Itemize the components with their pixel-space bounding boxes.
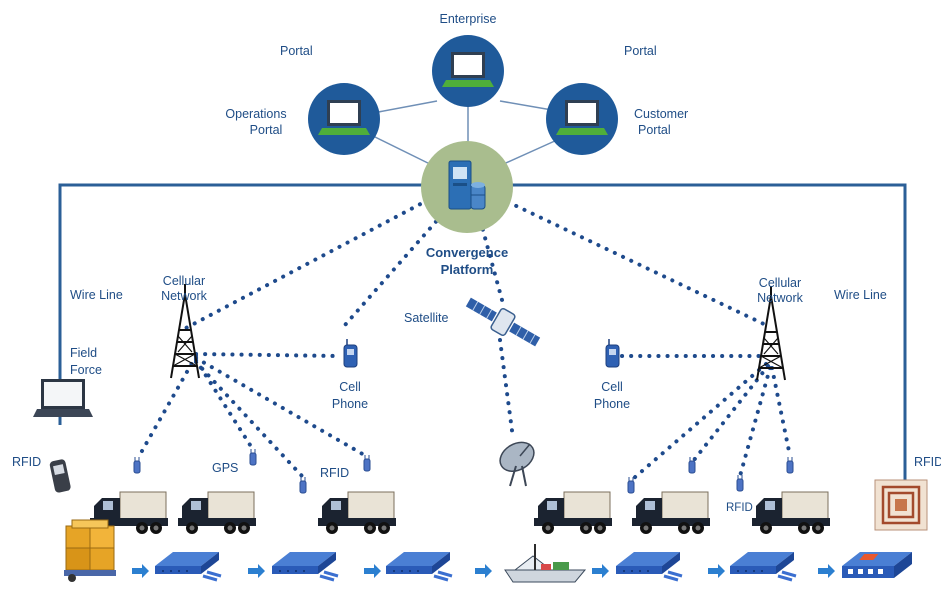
customer-portal-icon <box>546 83 618 155</box>
customer-portal-label-line2: Portal <box>638 123 671 137</box>
ship-icon <box>504 544 587 583</box>
rfid-far-right-label: RFID <box>914 455 941 469</box>
field-force-label-line1: Field <box>70 346 98 360</box>
rfid-mid-label: RFID <box>320 466 350 480</box>
wire-line-right <box>505 183 907 480</box>
cellular-network-right-label-line2: Network <box>757 291 803 305</box>
truck-3-icon <box>317 491 397 535</box>
cell-phone-right-label-line2: Phone <box>593 397 631 411</box>
convergence-platform-label-line2: Platform <box>440 262 494 277</box>
rfid-truck-right-label: RFID <box>726 502 753 514</box>
cell-phone-left-icon <box>343 339 358 368</box>
satellite-dish-icon <box>499 441 535 487</box>
field-force-label-line2: Force <box>70 363 102 377</box>
satellite-icon <box>465 297 541 347</box>
network-device-3-icon <box>384 550 454 582</box>
cellular-network-right-label-line1: Cellular <box>758 276 802 290</box>
satellite-label: Satellite <box>404 311 449 325</box>
cell-phone-left-label-line2: Phone <box>331 397 369 411</box>
operations-portal-icon <box>308 83 380 155</box>
truck-2-icon <box>177 491 257 535</box>
cell-phone-left-label-line1: Cell <box>339 380 361 394</box>
wire-line-left <box>58 183 430 425</box>
portal-left-label: Portal <box>280 44 313 58</box>
wireless-links <box>136 198 792 480</box>
operations-portal-label-line1: Operations <box>225 107 287 121</box>
process-arrows <box>132 564 835 578</box>
cell-phone-right-label-line1: Cell <box>601 380 623 394</box>
customer-portal-label-line1: Customer <box>634 107 689 121</box>
network-device-4-icon <box>614 550 684 582</box>
enterprise-portal-icon <box>432 35 504 107</box>
truck-5-icon <box>631 491 711 535</box>
convergence-platform-icon <box>421 141 513 233</box>
wire-line-left-label: Wire Line <box>70 288 123 302</box>
cell-phone-right-icon <box>605 339 620 368</box>
convergence-platform-label-line1: Convergence <box>425 245 509 260</box>
portal-right-label: Portal <box>624 44 657 58</box>
store-device-icon <box>842 552 912 578</box>
network-device-2-icon <box>270 550 340 582</box>
cellular-network-left-label-line2: Network <box>161 289 207 303</box>
wire-line-right-label: Wire Line <box>834 288 887 302</box>
rfid-chip-icon <box>874 479 928 531</box>
field-force-laptop-icon <box>33 379 93 417</box>
pallet-boxes-icon <box>64 519 116 582</box>
truck-6-icon <box>751 491 831 535</box>
gps-label: GPS <box>212 461 239 475</box>
rfid-handheld-icon <box>49 459 71 493</box>
rfid-left-label: RFID <box>12 455 42 469</box>
operations-portal-label-line2: Portal <box>249 123 283 137</box>
truck-4-icon <box>533 491 613 535</box>
network-device-5-icon <box>728 550 798 582</box>
cellular-network-left-label-line1: Cellular <box>162 274 206 288</box>
enterprise-label: Enterprise <box>439 12 497 26</box>
network-device-1-icon <box>153 550 223 582</box>
